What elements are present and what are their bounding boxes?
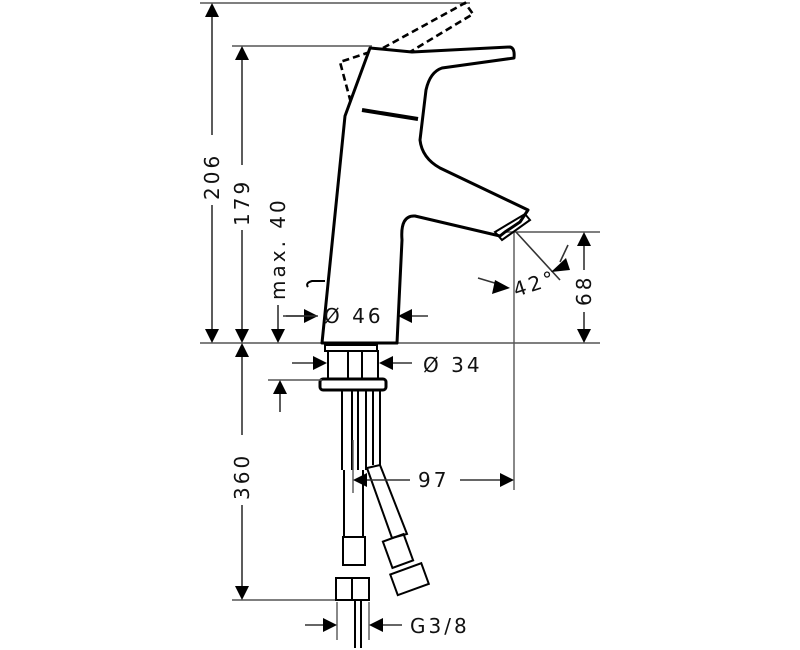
dimension-d46 <box>286 309 428 323</box>
lever-raised-dashed <box>382 1 475 57</box>
faucet-body <box>320 45 530 345</box>
label-d46: Ø 46 <box>324 304 384 328</box>
label-360: 360 <box>230 453 254 500</box>
dimension-max40 <box>271 305 318 343</box>
label-97: 97 <box>418 468 449 492</box>
label-g38: G3/8 <box>410 614 470 638</box>
dimension-206 <box>205 3 219 343</box>
label-max40: max. 40 <box>266 197 290 300</box>
aerator <box>493 212 532 242</box>
pop-up-rod <box>306 280 325 288</box>
label-68: 68 <box>572 275 596 306</box>
label-42deg: 42° <box>510 265 560 302</box>
label-206: 206 <box>200 153 224 200</box>
dimension-97 <box>352 440 514 493</box>
dimension-360 <box>235 343 249 600</box>
dimension-angle-42 <box>477 231 570 294</box>
shank <box>318 344 388 470</box>
label-179: 179 <box>230 179 254 226</box>
dimension-179 <box>235 46 249 343</box>
dimension-g38 <box>305 602 402 640</box>
label-d34: Ø 34 <box>423 353 483 377</box>
reference-lines <box>200 2 600 601</box>
dimension-68 <box>577 232 591 343</box>
dimension-d34 <box>268 356 412 412</box>
